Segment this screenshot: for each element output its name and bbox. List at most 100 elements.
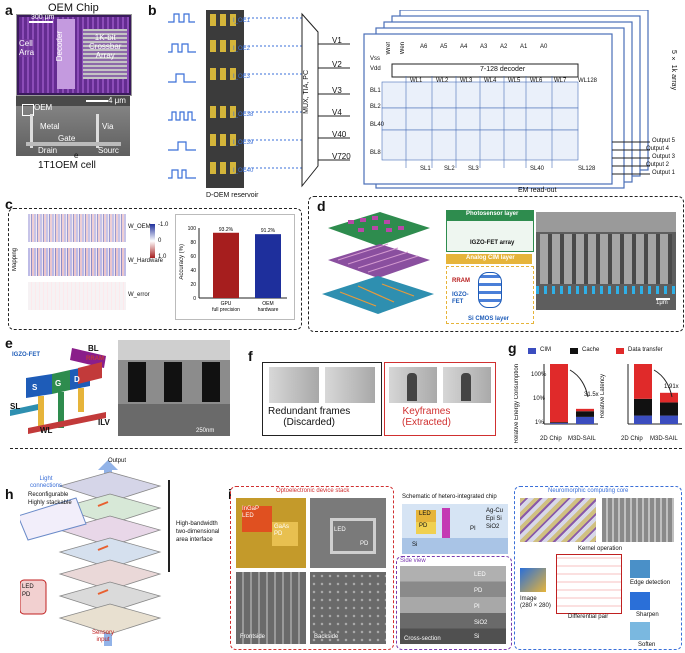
ilv-label: ILV xyxy=(98,418,110,427)
sem-led-pd xyxy=(310,498,386,568)
accuracy-category-0: GPU xyxy=(221,301,232,307)
sv-pi: PI xyxy=(474,604,480,610)
sl-128: SL128 xyxy=(578,166,596,172)
energy-chart xyxy=(543,364,598,425)
latency-cat-2d: 2D Chip xyxy=(621,436,643,442)
rram-label-e: RRAM xyxy=(86,356,104,362)
mux-label: MUX, TIA, PC xyxy=(303,70,310,114)
sch-layer-sio2: SiO2 xyxy=(486,524,500,530)
sharpen-output xyxy=(630,592,650,610)
igzo-array-label: IGZO-FET array xyxy=(470,240,515,246)
scale-bar-d xyxy=(656,298,670,300)
photosensor-layer-box xyxy=(446,210,534,252)
bl-40: BL40 xyxy=(370,122,385,128)
g-label: G xyxy=(55,379,62,388)
panel-label-b: b xyxy=(148,2,157,18)
input-label-1: I_OE1 xyxy=(233,18,251,24)
igzo-fet-label-d: IGZO- FET xyxy=(452,292,469,305)
accuracy-category-1: OEM xyxy=(262,301,273,307)
voltage-v4: V4 xyxy=(332,108,342,117)
colorbar-min: -1.0 xyxy=(158,222,169,228)
analog-cim-label: Analog CIM layer xyxy=(466,255,515,261)
crossbar-label: 1K-bit Crossbar Array xyxy=(89,33,122,60)
accuracy-y-tick: 40 xyxy=(190,268,196,274)
input-label-2: I_OE2 xyxy=(233,46,251,52)
sv-sio2: SiO2 xyxy=(474,620,488,626)
cross-section-label: Cross-section xyxy=(404,636,441,642)
frontside-label: Frontside xyxy=(240,634,266,640)
accuracy-category-0: full precision xyxy=(212,307,240,313)
energy-bar-0-cache xyxy=(550,422,568,424)
backside-image xyxy=(310,572,386,644)
keyframes-box xyxy=(384,362,496,436)
accuracy-y-tick: 60 xyxy=(190,254,196,260)
analog-cim-box xyxy=(446,254,532,264)
wref-label: Wref xyxy=(386,42,392,55)
energy-y-label: Relative Energy Consumption xyxy=(514,364,520,444)
sv-led: LED xyxy=(474,572,486,578)
bl-1: BL1 xyxy=(370,88,381,94)
soften-label: Soften xyxy=(638,642,656,648)
input-label-3: I_OE3 xyxy=(233,74,251,80)
energy-arrow xyxy=(569,369,589,398)
sem-cross-section-a: OEM 4 μm Metal Via Gate Drain Sourc xyxy=(16,96,130,156)
s-label: S xyxy=(32,383,38,392)
panel-label-e: e xyxy=(5,335,13,351)
accuracy-chart-frame xyxy=(175,214,295,320)
legend-cache: Cache xyxy=(582,347,600,353)
accuracy-y-tick: 20 xyxy=(190,282,196,288)
sv-pd: PD xyxy=(474,588,483,594)
sv-si: Si xyxy=(474,634,480,640)
panel-b-diagram xyxy=(168,10,650,189)
heatmap-w-hardware xyxy=(28,248,126,276)
pd-label-h: PD xyxy=(22,592,31,598)
input-label-39: I_OE39 xyxy=(233,140,254,146)
cell-caption: 1T1OEM cell xyxy=(38,160,96,171)
latency-factor: 1.91x xyxy=(664,384,679,390)
voltage-v3: V3 xyxy=(332,86,342,95)
output-1: Output 1 xyxy=(652,170,676,176)
latency-arrow xyxy=(653,369,673,398)
heatmap-w-error xyxy=(28,282,126,310)
addr-a0: A0 xyxy=(540,44,548,50)
edge-output xyxy=(630,560,650,578)
bl-label-e: BL xyxy=(88,344,99,353)
cell-array-label: Cell Arra xyxy=(19,39,35,57)
scale-bar-top: 300 μm xyxy=(31,14,55,21)
panel-c-frame xyxy=(8,208,302,330)
colorbar-max: 1.0 xyxy=(158,254,167,260)
legend-data-swatch xyxy=(616,348,624,354)
panel-label-g: g xyxy=(508,340,517,356)
gate-label: Gate xyxy=(58,134,76,143)
bl-8: BL8 xyxy=(370,150,381,156)
bl-2: BL2 xyxy=(370,104,381,110)
energy-factor: 31.5x xyxy=(584,392,599,398)
legend-cim: CIM xyxy=(540,347,551,353)
latency-chart xyxy=(627,364,682,425)
panel-label-h: h xyxy=(5,486,14,502)
mapping-label: Mapping xyxy=(12,248,18,272)
wl-2: WL2 xyxy=(436,78,449,84)
igzo-label-e: IGZO-FET xyxy=(12,352,40,358)
sl-1: SL1 xyxy=(420,166,431,172)
sl-40: SL40 xyxy=(530,166,545,172)
d-label: D xyxy=(74,375,80,384)
neuro-core-frame xyxy=(514,486,682,650)
latency-bar-1-cache xyxy=(660,402,678,416)
sch-led-label: LED xyxy=(419,511,431,517)
addr-a2: A2 xyxy=(500,44,508,50)
colorbar xyxy=(150,224,155,258)
latency-bar-1-cim xyxy=(660,415,678,424)
wl-1: WL1 xyxy=(410,78,423,84)
addr-a6: A6 xyxy=(420,44,428,50)
accuracy-y-tick: 100 xyxy=(188,226,197,232)
wl-4: WL4 xyxy=(484,78,497,84)
rram-label-d: RRAM xyxy=(452,278,470,284)
energy-bar-0-data-transfer xyxy=(550,364,568,423)
voltage-v720: V720 xyxy=(332,152,351,161)
legend-cache-swatch xyxy=(570,348,578,354)
image-size-label: Image (280 × 280) xyxy=(520,596,551,609)
sch-pd-label: PD xyxy=(419,523,428,529)
bullet-stackable: Highly stackable xyxy=(28,500,72,506)
